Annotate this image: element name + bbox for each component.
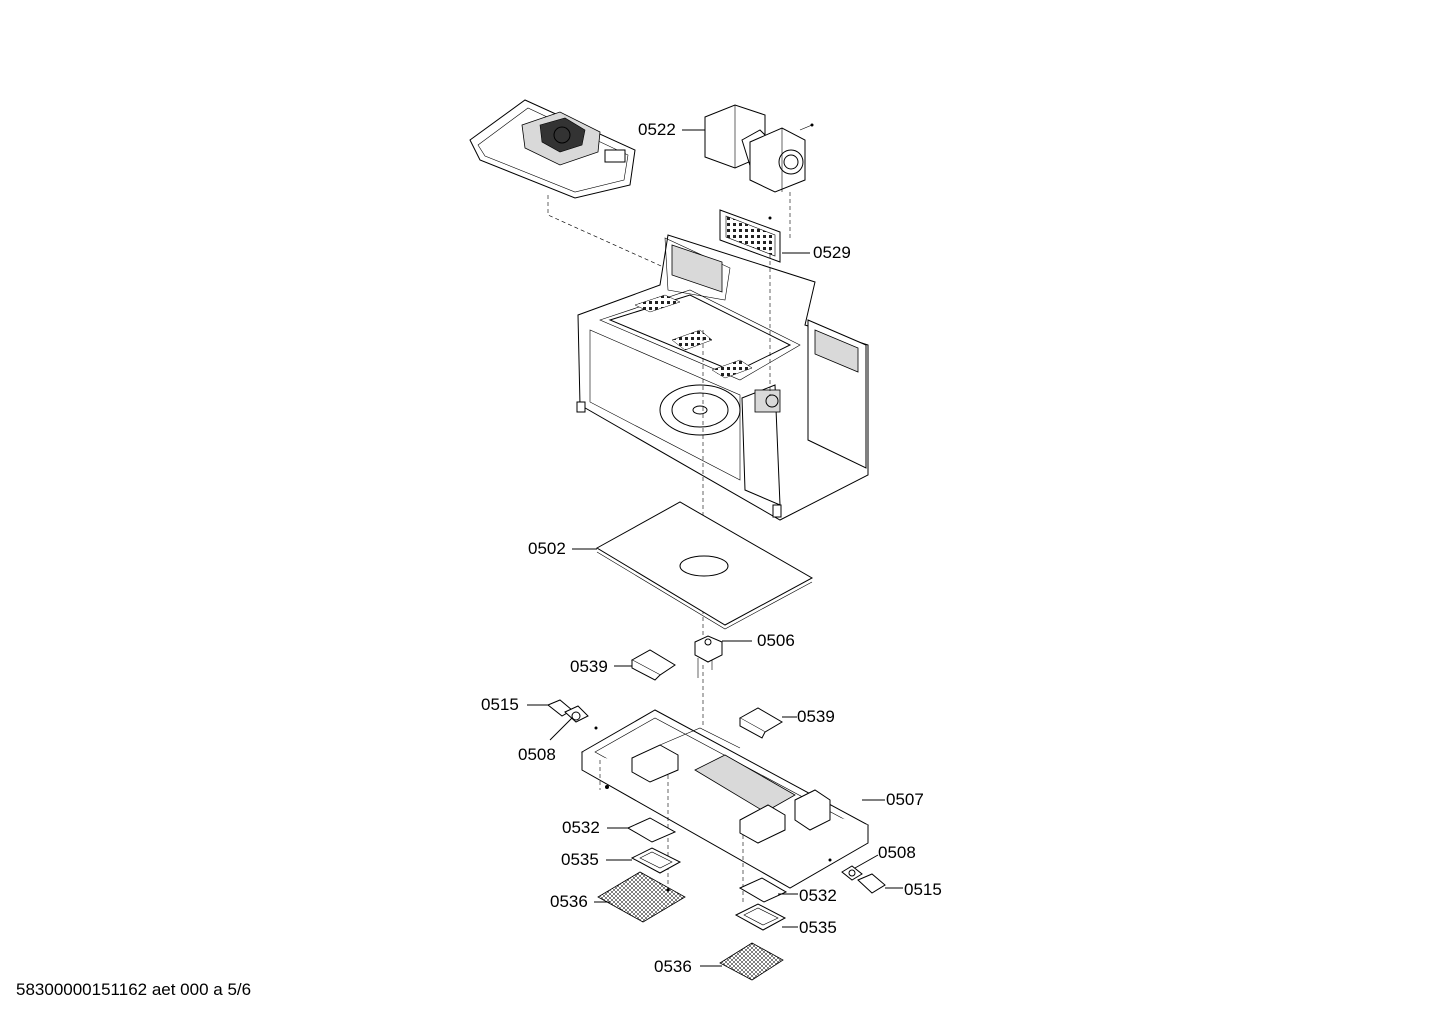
part-0535-left bbox=[606, 847, 682, 874]
label-0535-right: 0535 bbox=[799, 918, 837, 937]
label-0532-left: 0532 bbox=[562, 818, 600, 837]
label-0508-left: 0508 bbox=[518, 745, 556, 764]
label-0529: 0529 bbox=[813, 243, 851, 262]
label-0536-bottom: 0536 bbox=[654, 957, 692, 976]
part-0539-left-bracket bbox=[614, 649, 676, 681]
label-0507: 0507 bbox=[886, 790, 924, 809]
part-0522-duct bbox=[682, 104, 814, 240]
label-0515-left: 0515 bbox=[481, 695, 519, 714]
part-0502-plate bbox=[572, 501, 814, 630]
part-0535-right bbox=[734, 903, 798, 931]
label-0532-right: 0532 bbox=[799, 886, 837, 905]
label-0515-right: 0515 bbox=[904, 880, 942, 899]
label-0539-right: 0539 bbox=[797, 707, 835, 726]
label-0536-left: 0536 bbox=[550, 892, 588, 911]
right-lamp-assembly bbox=[841, 854, 903, 894]
part-0506-motor bbox=[694, 635, 752, 725]
label-0539-left: 0539 bbox=[570, 657, 608, 676]
top-plate-assembly bbox=[469, 99, 671, 271]
part-0536-bottom-mesh bbox=[700, 942, 784, 981]
document-footer-id: 58300000151162 aet 000 a 5/6 bbox=[16, 980, 252, 999]
part-0529-vent bbox=[719, 209, 810, 263]
label-0522: 0522 bbox=[638, 120, 676, 139]
label-0502: 0502 bbox=[528, 539, 566, 558]
part-0507-base bbox=[580, 709, 885, 905]
part-0539-right-bracket bbox=[738, 707, 797, 739]
label-0508-right: 0508 bbox=[878, 843, 916, 862]
label-0535-left: 0535 bbox=[561, 850, 599, 869]
label-0506: 0506 bbox=[757, 631, 795, 650]
oven-cavity bbox=[576, 234, 869, 645]
left-lamp-assembly bbox=[527, 699, 598, 741]
part-0532-right bbox=[738, 877, 798, 903]
part-0536-left-mesh bbox=[594, 871, 686, 923]
part-0532-left bbox=[607, 817, 677, 843]
